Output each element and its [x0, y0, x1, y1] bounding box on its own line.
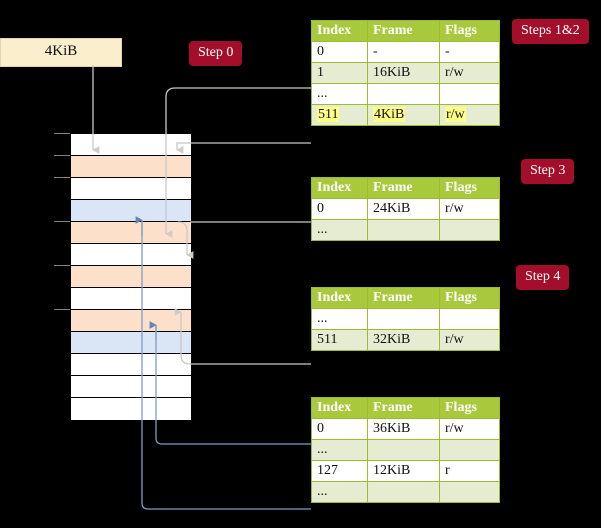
table-cell: 1	[311, 62, 368, 84]
table-row[interactable]: 511 4KiB r/w	[311, 104, 500, 126]
table-cell: ...	[311, 308, 368, 330]
column-header: Frame	[367, 397, 440, 419]
memory-frame-row	[71, 376, 191, 398]
table-cell: r/w	[439, 62, 500, 84]
table-cell: ...	[311, 439, 368, 461]
table-row[interactable]: ...	[311, 439, 500, 461]
table-row[interactable]: 0--	[311, 41, 500, 63]
memory-frame-row	[71, 200, 191, 222]
memory-row-tick	[54, 155, 70, 156]
table-cell: 0	[311, 418, 368, 440]
table-cell	[439, 439, 500, 461]
memory-row-tick	[54, 221, 70, 222]
table-cell: ...	[311, 481, 368, 503]
table-cell: 0	[311, 41, 368, 63]
table-cell	[367, 481, 440, 503]
memory-frame-row	[71, 134, 191, 156]
column-header: Flags	[439, 177, 500, 199]
table-cell: ...	[311, 83, 368, 105]
memory-frame-row	[71, 354, 191, 376]
step-badge-step3: Step 3	[521, 159, 575, 184]
table-cell: r	[439, 460, 500, 482]
column-header: Frame	[367, 20, 440, 42]
table-cell: 12KiB	[367, 460, 440, 482]
table-cell: 32KiB	[367, 329, 440, 351]
column-header: Index	[311, 20, 368, 42]
memory-row-tick	[54, 265, 70, 266]
table-cell	[439, 83, 500, 105]
table-cell: -	[367, 41, 440, 63]
table-cell: 127	[311, 460, 368, 482]
memory-row-tick	[54, 177, 70, 178]
table-row[interactable]: ...	[311, 219, 500, 241]
memory-frame-row	[71, 266, 191, 288]
column-header: Flags	[439, 20, 500, 42]
table-cell	[367, 219, 440, 241]
table-cell: 0	[311, 198, 368, 220]
memory-row-tick	[54, 309, 70, 310]
column-header: Frame	[367, 287, 440, 309]
memory-frame-row	[71, 310, 191, 332]
memory-frame-row	[71, 398, 191, 420]
memory-frame-row	[71, 332, 191, 354]
table-cell: -	[439, 41, 500, 63]
table-cell	[439, 481, 500, 503]
table-cell	[367, 83, 440, 105]
column-header: Flags	[439, 397, 500, 419]
table-cell	[367, 308, 440, 330]
table-cell	[367, 439, 440, 461]
memory-frame-row	[71, 244, 191, 266]
highlighted-value: r/w	[445, 107, 466, 122]
table-row[interactable]: ...	[311, 481, 500, 503]
physical-memory-stack	[70, 133, 191, 420]
table-cell: r/w	[439, 329, 500, 351]
table-cell: 36KiB	[367, 418, 440, 440]
source-frame-label: 4KiB	[44, 43, 78, 59]
memory-row-tick	[54, 133, 70, 134]
highlighted-value: 4KiB	[373, 107, 406, 122]
memory-frame-row	[71, 222, 191, 244]
table-cell: ...	[311, 219, 368, 241]
table-cell: 511	[311, 329, 368, 351]
column-header: Index	[311, 177, 368, 199]
table-row[interactable]: ...	[311, 83, 500, 105]
highlighted-value: 511	[317, 107, 340, 122]
source-frame-box: 4KiB	[0, 38, 122, 67]
step-badge-step0: Step 0	[189, 41, 243, 66]
memory-frame-row	[71, 156, 191, 178]
column-header: Index	[311, 397, 368, 419]
table-cell: r/w	[439, 198, 500, 220]
table-cell: 4KiB	[367, 104, 440, 126]
table-cell	[439, 308, 500, 330]
table-cell	[439, 219, 500, 241]
table-cell: 511	[311, 104, 368, 126]
table-cell: r/w	[439, 104, 500, 126]
table-cell: 16KiB	[367, 62, 440, 84]
step-badge-step4: Step 4	[516, 265, 570, 290]
column-header: Flags	[439, 287, 500, 309]
step-badge-steps1and2: Steps 1&2	[512, 19, 589, 44]
memory-frame-row	[71, 288, 191, 310]
column-header: Index	[311, 287, 368, 309]
table-cell: 24KiB	[367, 198, 440, 220]
column-header: Frame	[367, 177, 440, 199]
table-row[interactable]: ...	[311, 308, 500, 330]
memory-frame-row	[71, 178, 191, 200]
table-cell: r/w	[439, 418, 500, 440]
